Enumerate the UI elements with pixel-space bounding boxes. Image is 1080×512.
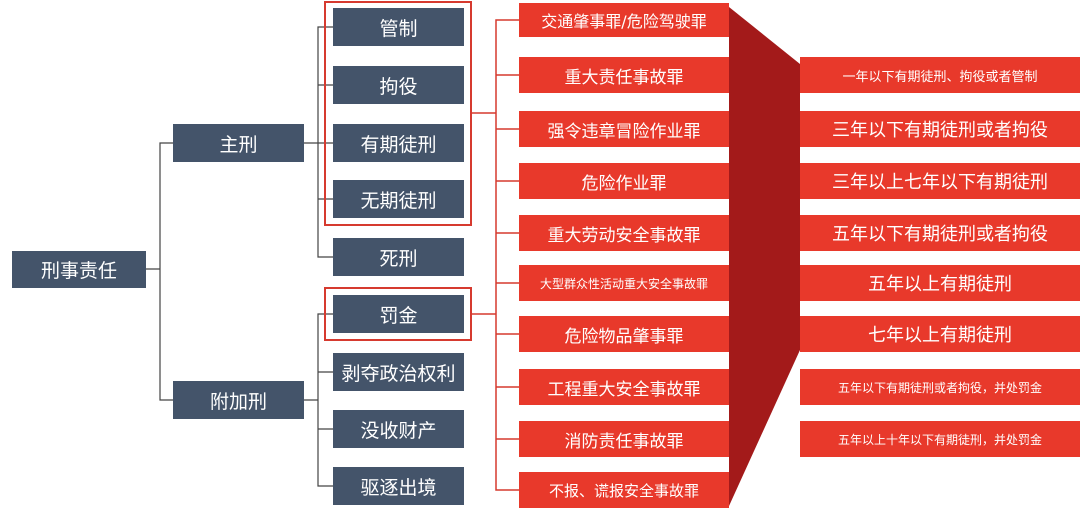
penalty-surveillance: 管制 [333,8,464,46]
sentence-3-to-7-years: 三年以上七年以下有期徒刑 [800,163,1080,199]
root-node: 刑事责任 [12,251,146,288]
crime-false-report-safety-accident: 不报、谎报安全事故罪 [519,472,729,508]
crime-engineering-safety-accident: 工程重大安全事故罪 [519,369,729,405]
penalty-deprivation-political-rights: 剥夺政治权利 [333,353,464,391]
penalty-death: 死刑 [333,238,464,276]
sentence-under-1-year: 一年以下有期徒刑、拘役或者管制 [800,57,1080,93]
crime-traffic-accident: 交通肇事罪/危险驾驶罪 [519,3,729,37]
crime-fire-liability-accident: 消防责任事故罪 [519,421,729,457]
sentence-over-5-years: 五年以上有期徒刑 [800,265,1080,301]
crime-dangerous-operation: 危险作业罪 [519,163,729,199]
penalty-fixed-term-imprisonment: 有期徒刑 [333,124,464,162]
penalty-detention: 拘役 [333,66,464,104]
sentence-under-5-years-with-fine: 五年以下有期徒刑或者拘役，并处罚金 [800,369,1080,405]
crime-mass-event-accident: 大型群众性活动重大安全事故罪 [519,265,729,301]
penalty-deportation: 驱逐出境 [333,467,464,505]
penalty-life-imprisonment: 无期徒刑 [333,180,464,218]
crime-dangerous-goods-accident: 危险物品肇事罪 [519,316,729,352]
fine-group-outline [324,287,472,341]
sentence-under-5-years: 五年以下有期徒刑或者拘役 [800,215,1080,251]
sentence-5-to-10-years-with-fine: 五年以上十年以下有期徒刑，并处罚金 [800,421,1080,457]
branch-additional-penalty: 附加刑 [173,381,304,419]
main-penalty-group-outline [324,1,472,226]
funnel-shape [729,7,800,506]
crime-major-liability-accident: 重大责任事故罪 [519,57,729,93]
penalty-fine: 罚金 [333,295,464,333]
sentence-over-7-years: 七年以上有期徒刑 [800,316,1080,352]
penalty-confiscation-property: 没收财产 [333,410,464,448]
crime-major-labor-safety-accident: 重大劳动安全事故罪 [519,215,729,251]
sentence-under-3-years: 三年以下有期徒刑或者拘役 [800,111,1080,147]
branch-main-penalty: 主刑 [173,124,304,162]
crime-forced-risky-operation: 强令违章冒险作业罪 [519,111,729,147]
